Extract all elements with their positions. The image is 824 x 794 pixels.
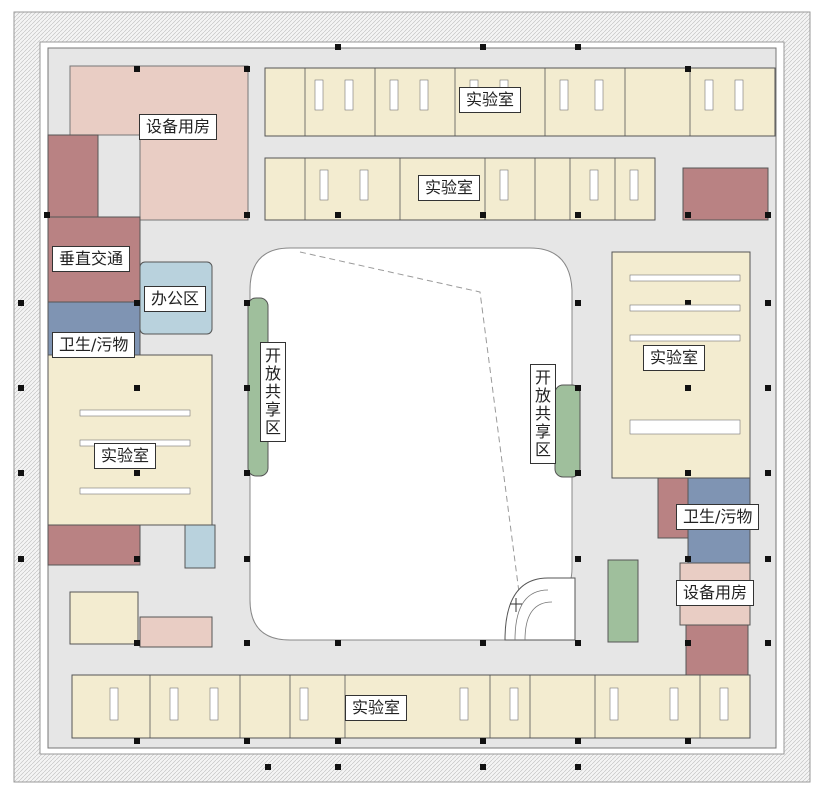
spiral-stair: [504, 577, 576, 641]
label-equipment-room-2: 设备用房: [676, 580, 755, 606]
vertical-traffic-zone-3: [682, 167, 769, 221]
lab-bottom-wing: [71, 674, 751, 739]
label-shared-right: 开放共享区: [530, 364, 556, 464]
label-shared-left: 开放共享区: [260, 342, 286, 442]
vertical-traffic-zone-5: [47, 524, 141, 566]
vertical-traffic-zone-1: [47, 134, 99, 218]
label-equipment-room-1: 设备用房: [139, 114, 218, 140]
vertical-traffic-zone-6: [685, 624, 749, 678]
label-office-area: 办公区: [144, 286, 207, 312]
label-restroom-2: 卫生/污物: [676, 504, 760, 530]
atrium-dashed-outline: [299, 251, 521, 601]
label-restroom-1: 卫生/污物: [52, 332, 136, 358]
label-lab-left: 实验室: [94, 443, 157, 469]
shared-zone-right: [554, 384, 581, 478]
structural-columns: [18, 44, 771, 770]
label-lab-top-1: 实验室: [459, 87, 522, 113]
equipment-bottom-left: [139, 616, 213, 648]
label-vertical-traffic: 垂直交通: [52, 246, 131, 272]
label-lab-bottom: 实验室: [345, 695, 408, 721]
atrium-void: [249, 247, 573, 641]
label-lab-top-2: 实验室: [418, 175, 481, 201]
lab-bottom-left-small: [69, 591, 139, 645]
shared-zone-bottom: [607, 559, 639, 643]
label-lab-right: 实验室: [643, 345, 706, 371]
office-zone-small: [184, 524, 216, 569]
